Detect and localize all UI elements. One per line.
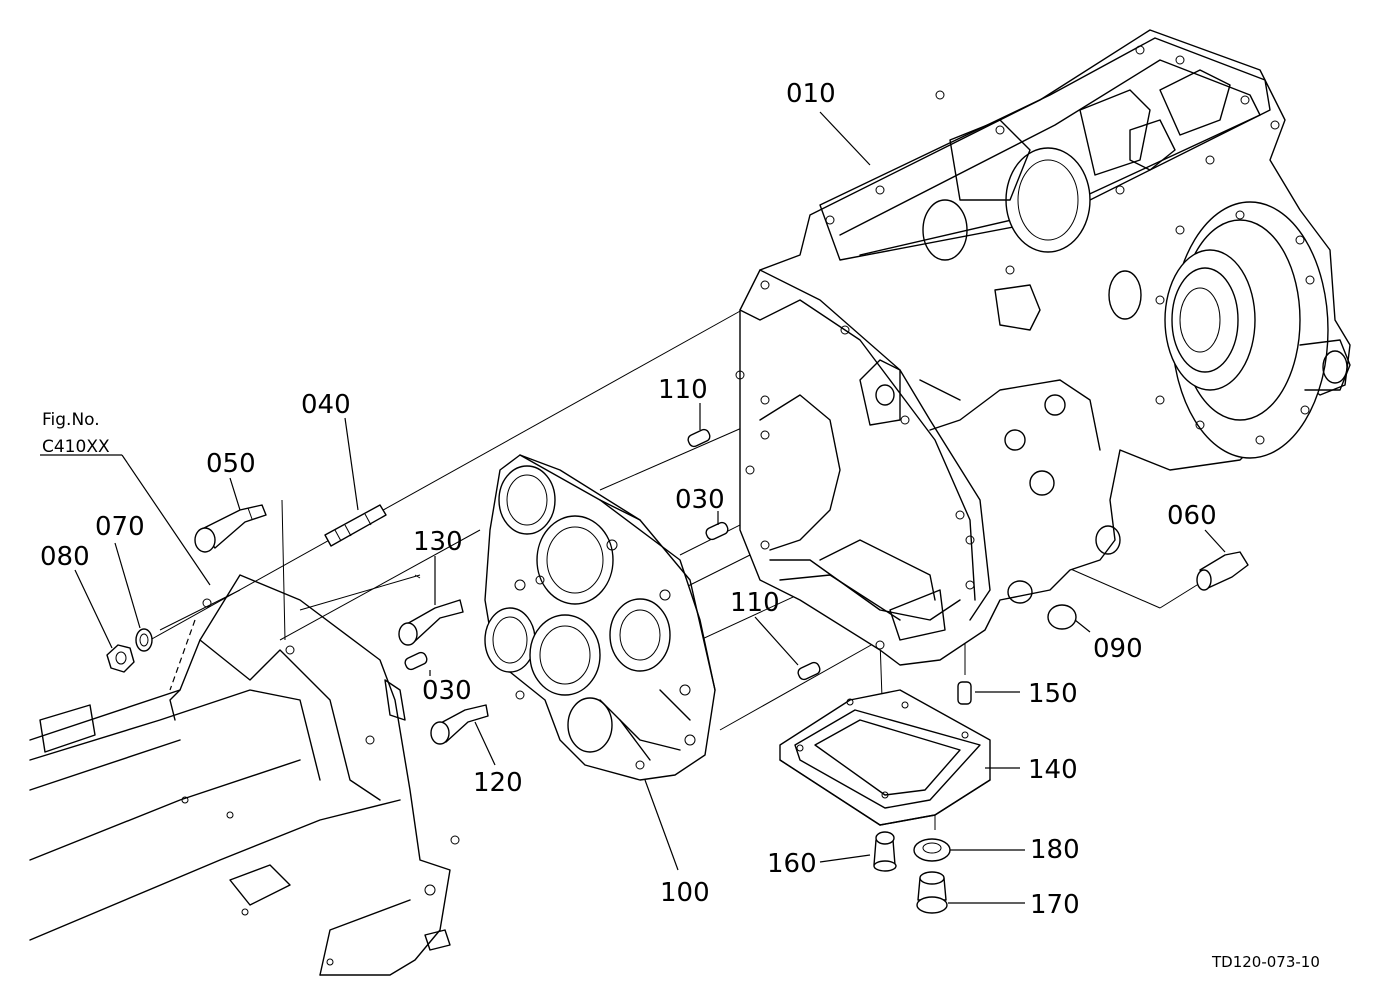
callout-070: 070 <box>95 512 145 542</box>
callout-050: 050 <box>206 449 256 479</box>
pin-030-left <box>404 651 428 671</box>
stud-040 <box>324 504 387 547</box>
bolt-120 <box>430 704 489 745</box>
callout-080: 080 <box>40 542 90 572</box>
callout-010: 010 <box>786 79 836 109</box>
callout-100: 100 <box>660 878 710 908</box>
callout-110-upper: 110 <box>658 375 708 405</box>
washer-070 <box>135 628 153 652</box>
plug-160 <box>873 831 897 872</box>
fitting-060 <box>1196 551 1249 591</box>
callout-160: 160 <box>767 849 817 879</box>
gasket-180 <box>913 838 951 862</box>
callout-110-lower: 110 <box>730 588 780 618</box>
callout-170: 170 <box>1030 890 1080 920</box>
callout-030-left: 030 <box>422 676 472 706</box>
frame-housing <box>29 574 460 976</box>
oil-pan-140 <box>779 689 991 826</box>
figure-ref-line1: Fig.No. <box>42 410 100 430</box>
bolt-050 <box>194 504 267 553</box>
figure-ref-line2: C410XX <box>42 437 110 457</box>
callout-090: 090 <box>1093 634 1143 664</box>
callout-140: 140 <box>1028 755 1078 785</box>
plug-090 <box>1047 604 1077 630</box>
pin-110-lower <box>797 661 821 681</box>
callout-060: 060 <box>1167 501 1217 531</box>
callout-120: 120 <box>473 768 523 798</box>
drawing-code: TD120-073-10 <box>1211 953 1320 971</box>
pin-150 <box>957 681 972 705</box>
pin-030-right <box>705 521 729 541</box>
plug-170 <box>916 871 948 914</box>
callout-130: 130 <box>413 527 463 557</box>
callout-150: 150 <box>1028 679 1078 709</box>
callout-180: 180 <box>1030 835 1080 865</box>
case-bolt-holes <box>735 45 1315 650</box>
callout-040: 040 <box>301 390 351 420</box>
text-layer: Fig.No. C410XX 010 040 050 070 080 110 0… <box>40 79 1320 971</box>
callout-030-right: 030 <box>675 485 725 515</box>
pin-110-upper <box>687 428 711 448</box>
transmission-case <box>735 29 1351 666</box>
leader-lines <box>40 111 1226 904</box>
gear-case-100 <box>484 454 716 781</box>
nut-080 <box>106 644 135 673</box>
small-parts <box>106 428 1249 914</box>
bolt-130 <box>398 599 464 646</box>
